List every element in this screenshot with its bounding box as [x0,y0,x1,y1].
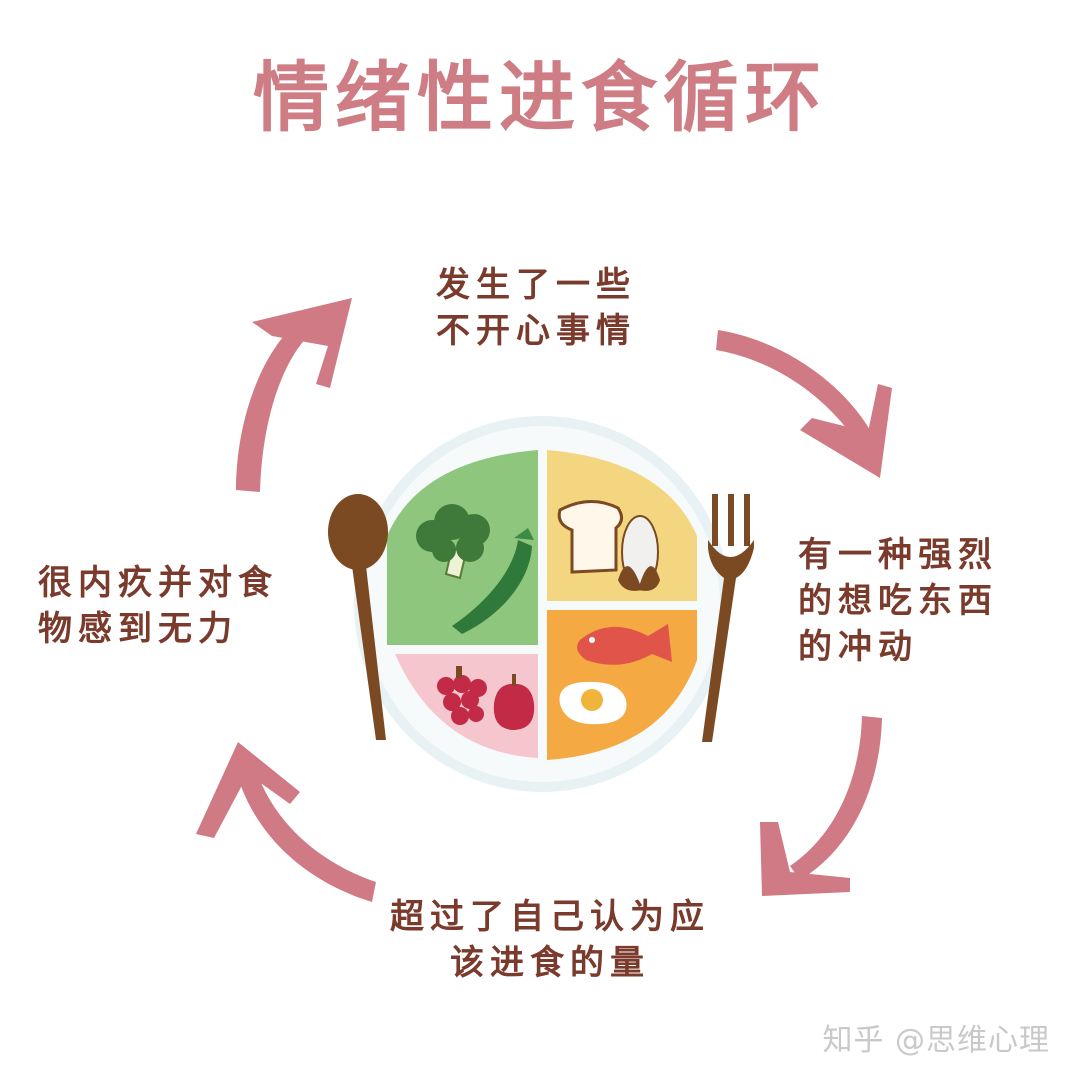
fork-icon [702,494,754,742]
step-2-line-3: 的冲动 [798,627,918,667]
cycle-step-3: 超过了自己认为应 该进食的量 [390,894,710,986]
step-1-line-2: 不开心事情 [436,311,636,351]
plate [354,416,730,792]
cycle-step-1: 发生了一些 不开心事情 [436,262,636,354]
cucumber-icon [452,528,534,634]
arrow-top-left [236,298,352,492]
step-1-line-1: 发生了一些 [436,265,636,305]
apple-icon [493,674,535,730]
fish-icon [577,624,672,665]
step-2-line-1: 有一种强烈 [798,535,998,575]
step-2-line-2: 的想吃东西 [798,581,998,621]
egg-icon [559,681,627,725]
spoon-icon [328,494,388,740]
diagram-title: 情绪性进食循环 [253,53,827,142]
step-4-line-1: 很内疚并对食 [38,563,278,603]
arrow-bottom-left [196,742,376,902]
step-3-line-2: 该进食的量 [450,943,650,983]
arrow-top-right [716,330,892,478]
arrow-bottom-right [760,716,882,896]
step-4-line-2: 物感到无力 [38,609,238,649]
grapes-icon [437,666,487,725]
corn-icon [618,515,660,591]
cycle-step-4: 很内疚并对食 物感到无力 [38,560,278,652]
step-3-line-1: 超过了自己认为应 [390,897,710,937]
bread-icon [557,500,623,574]
cycle-step-2: 有一种强烈 的想吃东西 的冲动 [798,532,998,670]
watermark: 知乎 @思维心理 [822,1023,1050,1058]
broccoli-icon [416,504,490,580]
